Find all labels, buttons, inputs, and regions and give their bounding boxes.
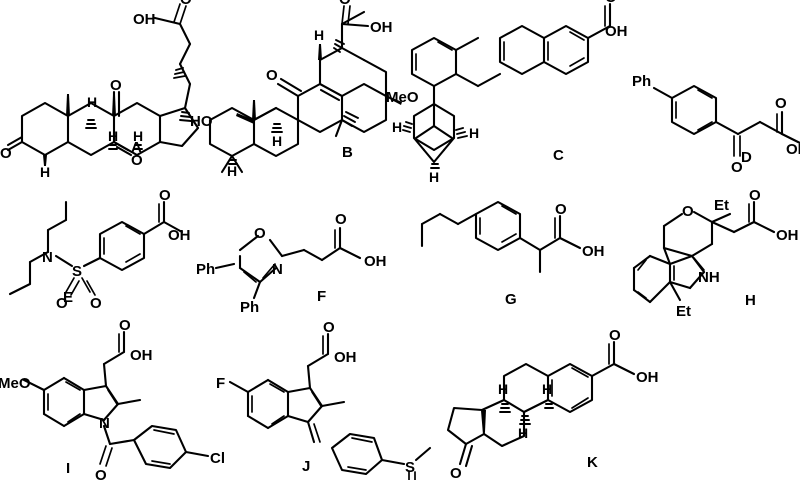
atom-O: O bbox=[180, 0, 192, 8]
atom-Et: Et bbox=[714, 197, 729, 214]
atom-O: O bbox=[119, 317, 131, 334]
atom-OH: OH bbox=[582, 243, 605, 260]
atom-O: O bbox=[254, 225, 266, 242]
atom-O: O bbox=[266, 67, 278, 84]
atom-N: N bbox=[42, 249, 53, 266]
atom-F: F bbox=[216, 375, 225, 392]
atom-O: O bbox=[90, 295, 102, 312]
atom-O: O bbox=[731, 159, 743, 176]
atom-O: O bbox=[749, 187, 761, 204]
atom-S: S bbox=[72, 263, 82, 280]
atom-O: O bbox=[0, 145, 12, 162]
atom-H: H bbox=[518, 425, 528, 441]
panel-label-g: G bbox=[505, 291, 517, 308]
hash-stereo bbox=[85, 67, 192, 150]
panel-label-e: E bbox=[63, 289, 74, 306]
atom-O: O bbox=[323, 319, 335, 336]
atom-MeO: MeO bbox=[386, 89, 419, 106]
panel-label-f: F bbox=[317, 288, 327, 305]
atom-H: H bbox=[498, 381, 508, 397]
atom-H: H bbox=[40, 164, 50, 180]
structure-E: N S O O O OH bbox=[8, 187, 191, 312]
structure-G: O OH bbox=[420, 200, 605, 274]
atom-NH: NH bbox=[698, 269, 720, 286]
hash-stereo bbox=[228, 39, 359, 165]
atom-H: H bbox=[272, 133, 282, 149]
structure-F: O N Ph Ph O OH bbox=[196, 211, 387, 316]
atom-O: O bbox=[131, 152, 143, 169]
atom-N: N bbox=[272, 261, 283, 278]
atom-Cl: Cl bbox=[210, 450, 225, 467]
methyl-wedge bbox=[482, 410, 486, 432]
atom-O: O bbox=[56, 295, 68, 312]
atom-H: H bbox=[133, 128, 143, 144]
atom-H: H bbox=[108, 128, 118, 144]
atom-S: S bbox=[405, 459, 415, 476]
atom-O: O bbox=[110, 77, 122, 94]
hydrogen-wedge bbox=[318, 44, 322, 60]
atom-O: O bbox=[605, 0, 617, 6]
structure-J: F O OH S O bbox=[216, 319, 432, 480]
hash-stereo bbox=[499, 403, 554, 425]
atom-OH: OH bbox=[334, 349, 357, 366]
atom-O: O bbox=[335, 211, 347, 228]
atom-OH: OH bbox=[364, 253, 387, 270]
methyl-wedge bbox=[66, 94, 70, 116]
panel-label-k: K bbox=[587, 454, 598, 471]
panel-label-c: C bbox=[553, 147, 564, 164]
structure-C: MeO O OH H H H bbox=[386, 0, 628, 185]
panel-label-d: D bbox=[741, 149, 752, 166]
atom-Ph: Ph bbox=[240, 299, 259, 316]
structure-K: O H H H O OH bbox=[446, 327, 659, 480]
atom-H: H bbox=[314, 27, 324, 43]
structure-A: O O O O OH H H H H bbox=[0, 0, 200, 180]
hydroxyl-wedge bbox=[236, 113, 254, 124]
atom-O: O bbox=[339, 0, 351, 8]
atom-OH: OH bbox=[168, 227, 191, 244]
atom-H: H bbox=[469, 125, 479, 141]
atom-O: O bbox=[775, 95, 787, 112]
atom-H: H bbox=[429, 169, 439, 185]
atom-Ph: Ph bbox=[196, 261, 215, 278]
methyl-wedge bbox=[384, 96, 402, 105]
atom-HO: HO bbox=[190, 113, 213, 130]
atom-OH: OH bbox=[776, 227, 799, 244]
atom-OH: OH bbox=[130, 347, 153, 364]
atom-Ph: Ph bbox=[632, 73, 651, 90]
atom-O: O bbox=[95, 467, 107, 480]
atom-OH: OH bbox=[786, 141, 800, 158]
atom-O: O bbox=[682, 203, 694, 220]
atom-MeO: MeO bbox=[0, 375, 31, 392]
atom-O: O bbox=[609, 327, 621, 344]
atom-H: H bbox=[227, 163, 237, 179]
methyl-wedge bbox=[252, 100, 256, 120]
structure-D: Ph O O OH bbox=[632, 73, 800, 176]
panel-label-h: H bbox=[745, 292, 756, 309]
atom-O: O bbox=[450, 465, 462, 480]
atom-O: O bbox=[159, 187, 171, 204]
atom-OH: OH bbox=[636, 369, 659, 386]
atom-H: H bbox=[392, 119, 402, 135]
panel-label-a: A bbox=[131, 139, 142, 156]
atom-Et: Et bbox=[676, 303, 691, 320]
atom-OH: OH bbox=[370, 19, 393, 36]
atom-H: H bbox=[87, 94, 97, 110]
structure-H: O Et NH Et O OH bbox=[632, 187, 799, 320]
structure-I: MeO N O Cl O OH bbox=[0, 317, 225, 480]
structure-B: HO O O OH H H H bbox=[190, 0, 402, 179]
hash-stereo bbox=[402, 121, 468, 169]
panel-label-j: J bbox=[302, 458, 311, 475]
atom-H: H bbox=[542, 381, 552, 397]
atom-OH: OH bbox=[605, 23, 628, 40]
atom-N: N bbox=[99, 415, 110, 432]
panel-label-b: B bbox=[342, 144, 353, 161]
hydrogen-wedge bbox=[43, 155, 47, 166]
atom-O: O bbox=[555, 201, 567, 218]
atom-OH: OH bbox=[133, 11, 156, 28]
methyl-wedge bbox=[112, 95, 116, 116]
panel-label-i: I bbox=[66, 460, 71, 477]
